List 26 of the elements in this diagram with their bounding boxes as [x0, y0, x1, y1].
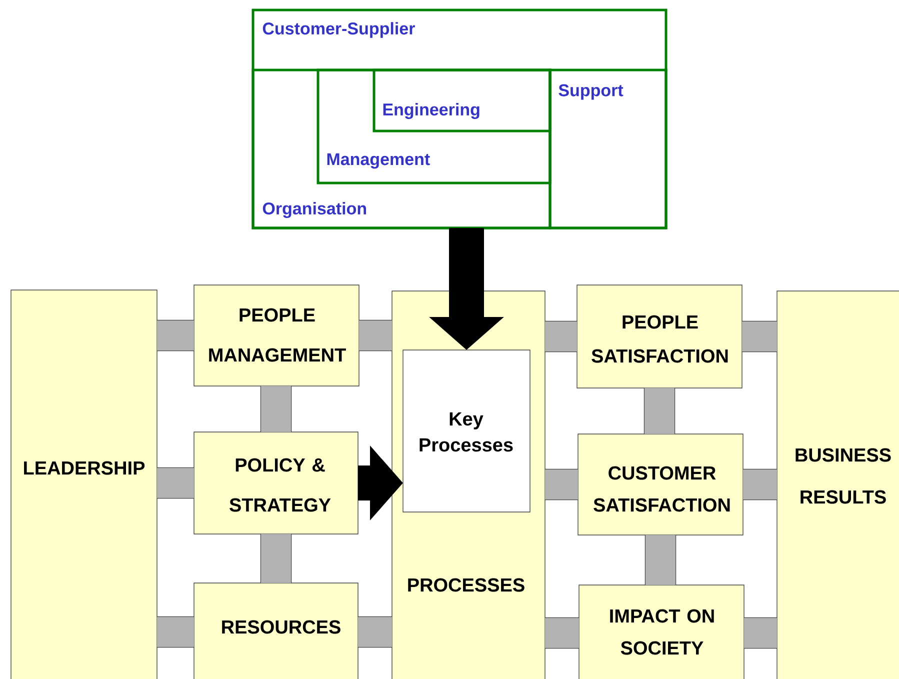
connector-bar	[359, 320, 392, 352]
connector-bar	[358, 616, 392, 648]
connector-bar	[742, 320, 777, 352]
connector-bar	[157, 320, 194, 352]
criterion-box: IMPACT ON SOCIETY	[578, 584, 744, 679]
connector-bar	[157, 467, 194, 499]
criterion-box: CUSTOMER SATISFACTION	[578, 434, 744, 536]
connector-bar	[545, 617, 579, 649]
region-box: Engineering	[372, 68, 552, 132]
connector-bar	[744, 617, 777, 649]
criterion-box: RESOURCES	[194, 582, 358, 679]
criterion-box: PEOPLE SATISFACTION	[576, 284, 742, 388]
criterion-box: POLICY & STRATEGY	[194, 432, 358, 534]
connector-bar	[260, 534, 292, 583]
connector-bar	[644, 535, 676, 585]
criterion-column: BUSINESS RESULTS	[776, 290, 899, 679]
connector-bar	[545, 468, 578, 500]
criterion-box: PEOPLE MANAGEMENT	[194, 284, 360, 386]
process-box: Key Processes	[402, 350, 530, 512]
connector-bar	[743, 468, 777, 500]
connector-bar	[644, 388, 676, 434]
connector-bar	[260, 386, 292, 432]
criterion-column: LEADERSHIP	[10, 290, 158, 679]
connector-bar	[545, 320, 577, 352]
connector-bar	[157, 616, 194, 648]
region-box: Support	[548, 68, 668, 230]
